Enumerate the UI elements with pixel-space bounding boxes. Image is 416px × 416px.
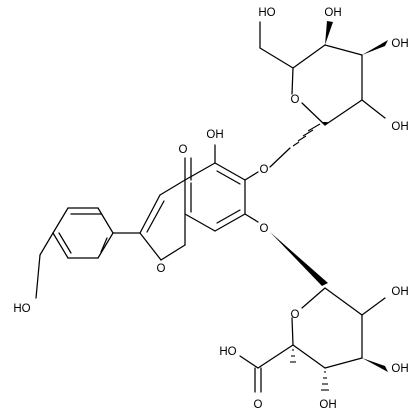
c5-hydroxy-label: OH [206,129,223,141]
glucuronide-c4-hydroxy-label: OH [391,363,408,375]
glucuronide-c3-hydroxy-label: OH [319,399,336,411]
phenyl-bonds [35,207,141,299]
glucose-wedge-c3 [362,40,388,55]
glucuronide-c2-hydroxy-label: OH [391,286,408,298]
glucuronide-wedge-anomeric [270,232,328,286]
glucuronide-hash-c3 [321,371,329,391]
chromone-bonds [139,144,259,261]
glucose-c2-hydroxy-label: OH [391,121,408,133]
c7-ether-oxygen-label: O [260,223,269,235]
c6-ether-oxygen-label: O [260,164,269,176]
ring-oxygen-label: O [157,263,166,275]
glucose-c6-hydroxy-label: HO [258,7,275,19]
carboxyl-oxygen-label: O [254,399,263,411]
phenol-hydroxy-label: HO [13,303,30,315]
glucuronide-hash-c5 [290,349,296,363]
glucose-c3-hydroxy-label: OH [391,38,408,50]
glucuronide-ring-oxygen-label: O [291,309,300,321]
glucuronide-bonds [239,287,386,393]
glucose-c4-hydroxy-label: OH [324,7,341,19]
carboxyl-hydroxy-label: HO [219,346,236,358]
glucose-ring-oxygen-label: O [291,94,300,106]
ketone-oxygen-label: O [179,144,188,156]
glucose-wedge-c2 [322,122,328,125]
glucose-hash-anomeric [292,123,321,147]
glucose-bonds [259,21,386,168]
glucose-wedge-c4 [325,21,333,45]
glucuronide-wedge-c4 [362,358,388,372]
